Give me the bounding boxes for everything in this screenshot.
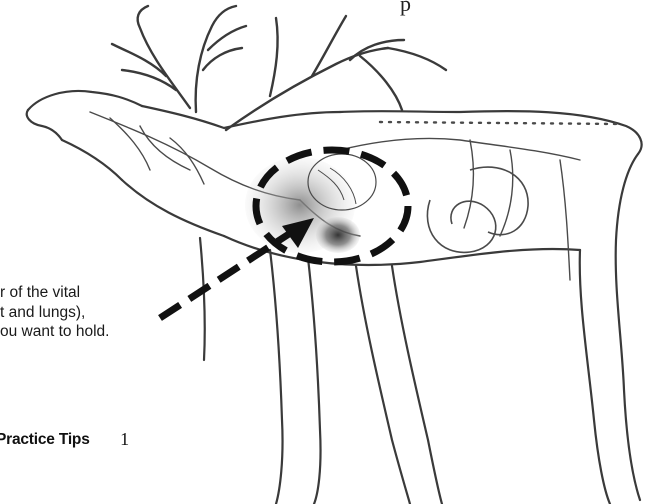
callout-caption: r of the vital t and lungs), ou want to … — [0, 283, 170, 342]
callout-line: ou want to hold. — [0, 322, 148, 342]
dashed-pointer-arrow — [160, 218, 314, 318]
page-number: 1 — [120, 429, 129, 449]
page-footer: Practice Tips 1 — [0, 428, 129, 450]
vital-organs — [245, 154, 376, 253]
cropped-header-text: p — [400, 0, 411, 17]
callout-line: r of the vital — [0, 283, 148, 303]
section-title: Practice Tips — [0, 431, 90, 448]
callout-line: t and lungs), — [0, 303, 148, 323]
vascular-branches — [90, 112, 620, 280]
